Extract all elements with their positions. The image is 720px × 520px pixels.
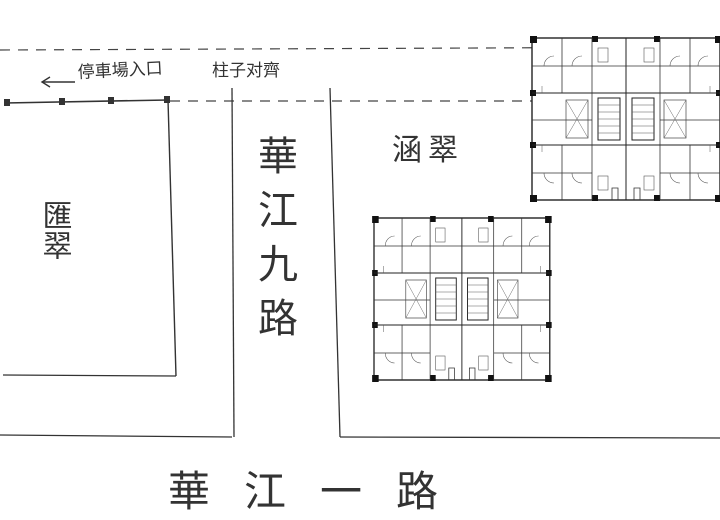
building-label-left: 匯翠 <box>37 200 72 260</box>
building-label-right: 涵翠 <box>392 133 464 168</box>
vertical-road-left-edge <box>231 87 235 438</box>
left-road-edge-outer <box>0 434 233 438</box>
vertical-road-right-edge <box>329 87 341 438</box>
left-building-block: 匯翠 <box>2 96 177 377</box>
parking-entrance-label: 停車場入口 <box>77 59 163 83</box>
corner-post <box>108 97 114 104</box>
corner-post <box>4 99 10 106</box>
road-label-vertical: 華江九路 <box>251 135 297 351</box>
floor-plan-center <box>371 215 553 383</box>
road-label-horizontal: 華江一路 <box>168 467 472 516</box>
parking-entrance-marker: 停車場入口 <box>40 59 163 88</box>
right-road-edge <box>339 436 720 439</box>
corner-post <box>164 96 170 103</box>
column-alignment-label: 柱子对齊 <box>212 61 280 81</box>
corner-post <box>59 98 65 105</box>
floor-plan-top-right <box>529 35 720 203</box>
